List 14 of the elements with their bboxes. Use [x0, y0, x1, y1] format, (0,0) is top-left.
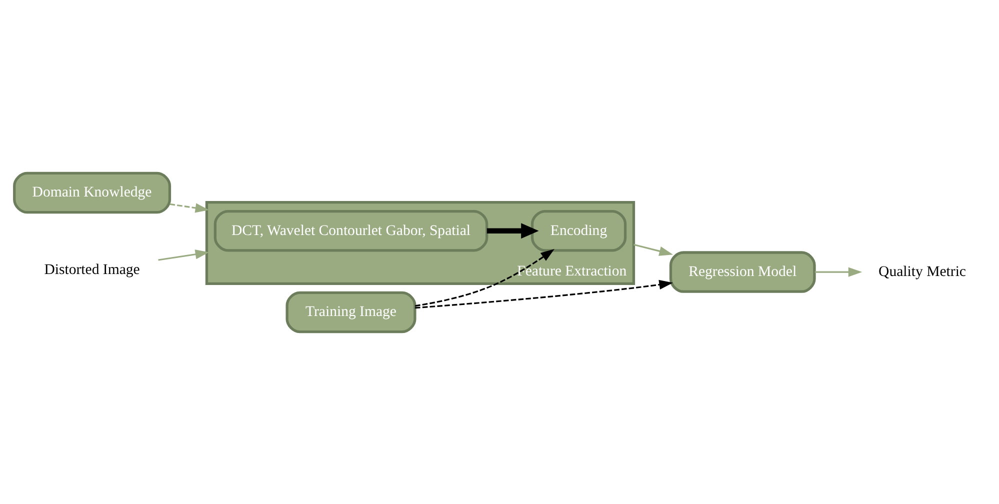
arrow: [170, 202, 210, 212]
arrow: [415, 279, 673, 308]
node-box: Domain Knowledge: [13, 171, 172, 214]
arrow: [486, 222, 539, 238]
node-text: Distorted Image: [44, 261, 140, 278]
arrow: [158, 249, 210, 260]
node-text: Quality Metric: [878, 263, 966, 280]
arrow: [634, 243, 674, 256]
node-box: Encoding: [530, 209, 627, 252]
node-box: DCT, Wavelet Contourlet Gabor, Spatial: [214, 209, 488, 252]
arrow: [814, 266, 862, 276]
node-box: Training Image: [286, 290, 416, 333]
node-box: Regression Model: [669, 250, 816, 292]
arrow: [415, 248, 554, 306]
